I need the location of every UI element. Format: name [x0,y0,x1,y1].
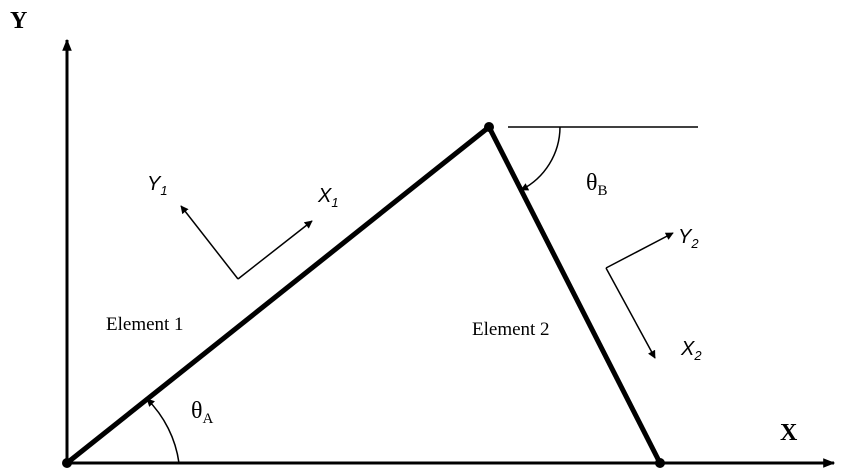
local-x2-label: X2 [680,338,702,363]
angle-arc-a [146,398,180,464]
local-x1-arrow [237,220,313,280]
node-right [655,458,665,468]
local-y1-arrow [180,205,239,280]
element-2-member [486,125,663,465]
angle-label-a: θA [191,398,214,427]
local-x2-arrow [605,267,656,359]
local-y2-arrow [605,232,674,269]
angle-arc-b [520,126,561,191]
local-y1-label: Y1 [147,173,168,198]
angle-label-b: θB [586,170,608,199]
node-origin [62,458,72,468]
element-1-member [65,125,491,465]
element-2-label: Element 2 [472,319,550,340]
local-y2-label: Y2 [678,226,699,251]
local-x1-label: X1 [317,185,339,210]
element-1-label: Element 1 [106,314,184,335]
y-axis-label: Y [10,8,27,34]
node-apex [484,122,494,132]
x-axis-label: X [780,420,798,446]
